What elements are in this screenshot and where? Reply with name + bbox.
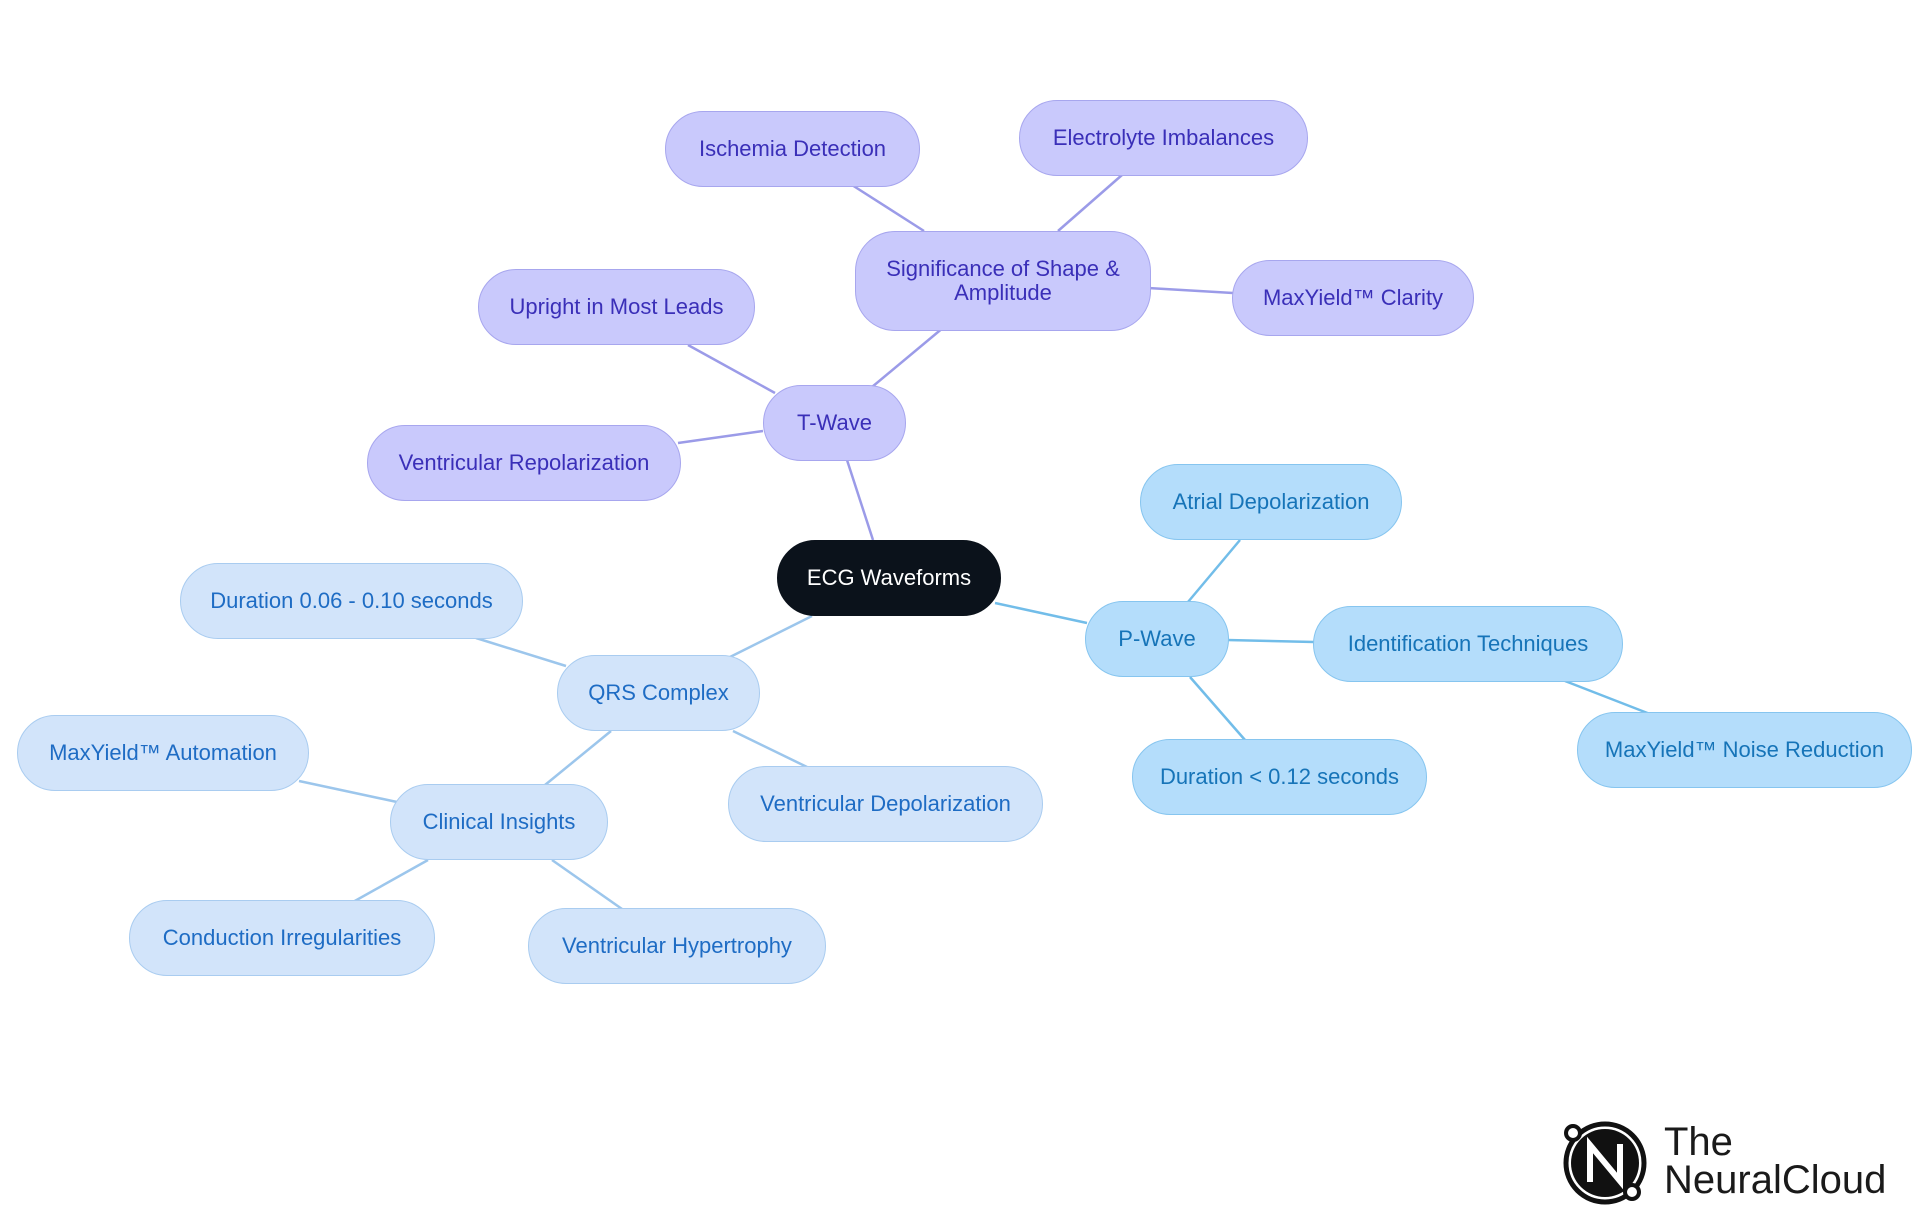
node-duration-p-wave[interactable]: Duration < 0.12 seconds: [1132, 739, 1427, 815]
edge-twave-upright: [687, 343, 776, 395]
node-p-wave[interactable]: P-Wave: [1085, 601, 1229, 677]
edge-significance-electrolyte: [1057, 174, 1123, 232]
edge-twave-repolarization: [677, 429, 764, 445]
edge-pwave-duration: [1189, 676, 1246, 741]
node-identification-techniques[interactable]: Identification Techniques: [1313, 606, 1623, 682]
node-t-wave[interactable]: T-Wave: [763, 385, 906, 461]
neuralcloud-logo: The NeuralCloud: [1560, 1118, 1890, 1208]
edge-root-pwave: [994, 601, 1088, 625]
edge-root-qrs: [729, 614, 813, 659]
logo-text-the: The: [1664, 1120, 1733, 1164]
node-maxyield-noise-reduction[interactable]: MaxYield™ Noise Reduction: [1577, 712, 1912, 788]
edge-pwave-atrial: [1187, 539, 1241, 603]
node-clinical-insights[interactable]: Clinical Insights: [390, 784, 608, 860]
node-ischemia-detection[interactable]: Ischemia Detection: [665, 111, 920, 187]
node-ecg-waveforms[interactable]: ECG Waveforms: [777, 540, 1001, 616]
edge-root-twave: [845, 459, 875, 541]
node-maxyield-automation[interactable]: MaxYield™ Automation: [17, 715, 309, 791]
node-ventricular-repolarization[interactable]: Ventricular Repolarization: [367, 425, 681, 501]
node-maxyield-clarity[interactable]: MaxYield™ Clarity: [1232, 260, 1474, 336]
edge-twave-significance: [871, 326, 945, 388]
edge-clinical-conduction: [352, 858, 429, 904]
edge-clinical-hypertrophy: [551, 858, 623, 911]
edge-significance-ischemia: [851, 183, 925, 233]
node-ventricular-hypertrophy[interactable]: Ventricular Hypertrophy: [528, 908, 826, 984]
neuralcloud-logo-icon: [1563, 1121, 1647, 1205]
node-significance-of-shape-amplitude[interactable]: Significance of Shape & Amplitude: [855, 231, 1151, 331]
edge-pwave-identification: [1226, 638, 1315, 644]
edge-clinical-automation: [298, 779, 398, 804]
edge-significance-clarity: [1147, 286, 1234, 295]
edge-qrs-ventricular: [732, 729, 808, 769]
edge-identification-noise: [1564, 679, 1651, 716]
edge-qrs-clinical: [544, 730, 612, 786]
node-upright-in-most-leads[interactable]: Upright in Most Leads: [478, 269, 755, 345]
node-qrs-complex[interactable]: QRS Complex: [557, 655, 760, 731]
node-duration-qrs[interactable]: Duration 0.06 - 0.10 seconds: [180, 563, 523, 639]
logo-text-neuralcloud: NeuralCloud: [1664, 1158, 1887, 1202]
node-electrolyte-imbalances[interactable]: Electrolyte Imbalances: [1019, 100, 1308, 176]
node-ventricular-depolarization[interactable]: Ventricular Depolarization: [728, 766, 1043, 842]
node-atrial-depolarization[interactable]: Atrial Depolarization: [1140, 464, 1402, 540]
node-conduction-irregularities[interactable]: Conduction Irregularities: [129, 900, 435, 976]
edge-qrs-duration: [475, 636, 567, 668]
